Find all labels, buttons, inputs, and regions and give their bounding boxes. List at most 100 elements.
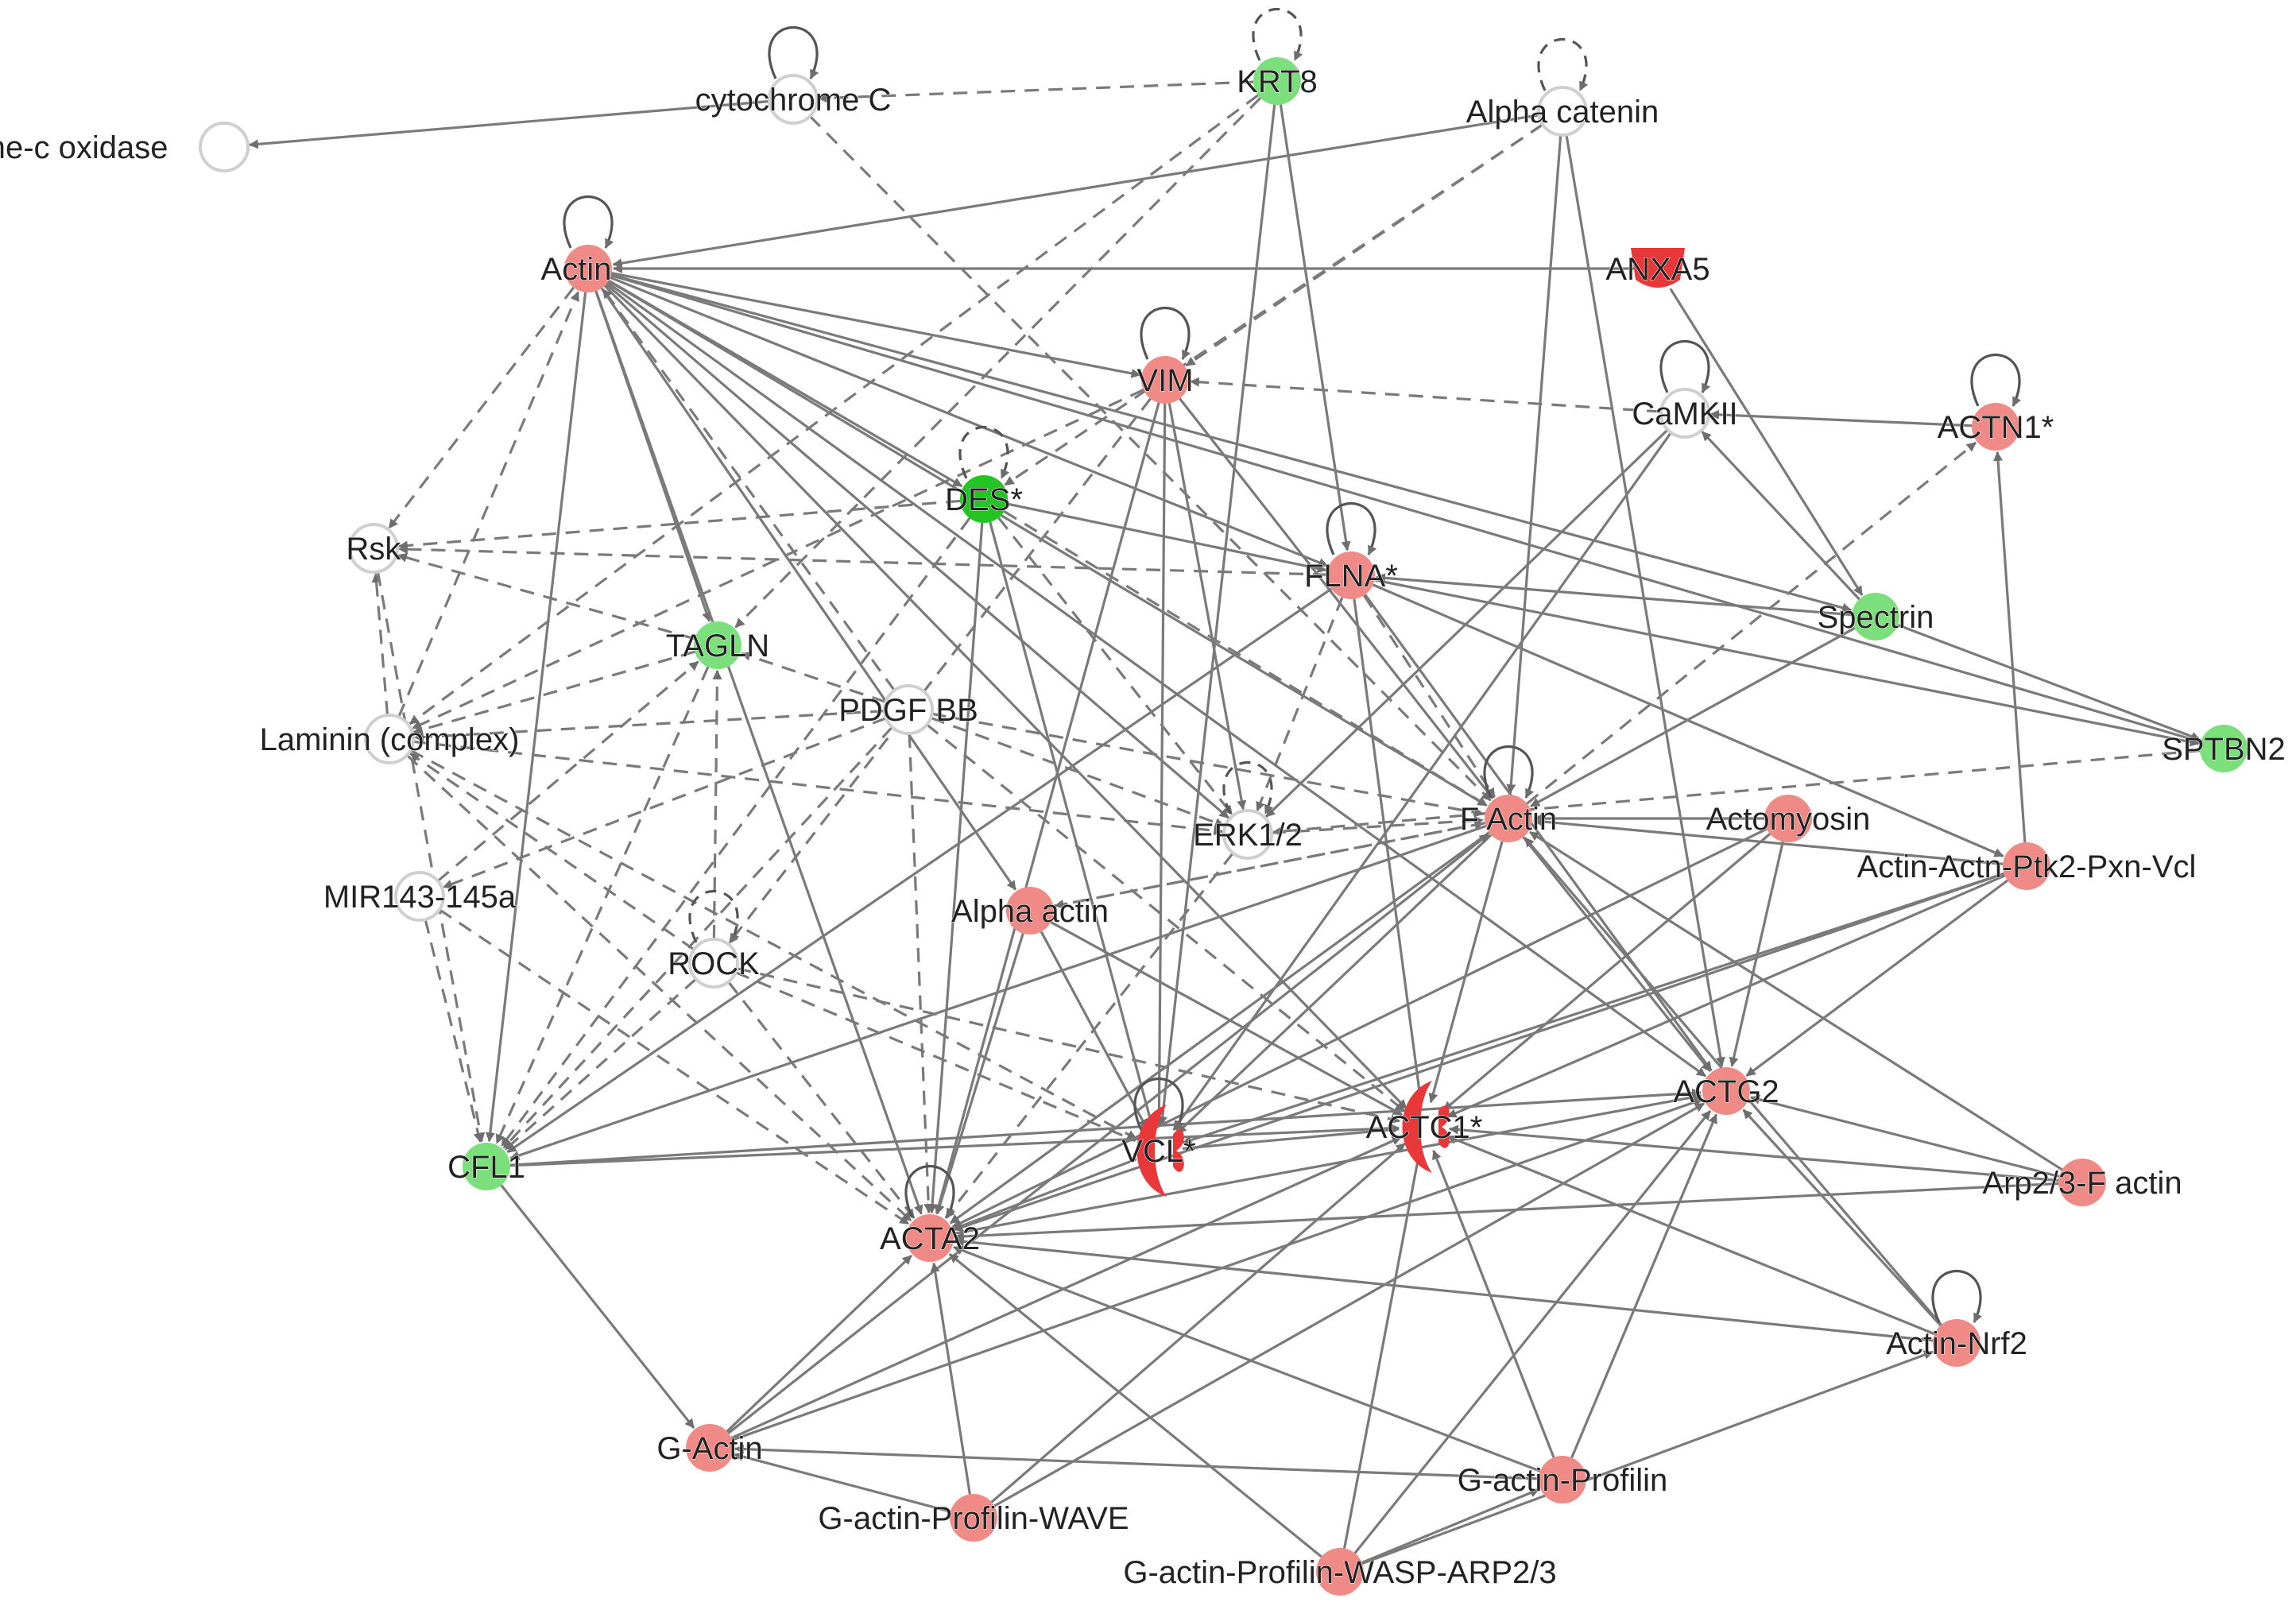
edge-g-actin-profilin-wasp-to-actc1 [1343,1151,1423,1549]
node-actc1[interactable]: ACTC1* [1365,1081,1483,1173]
node-laminin-shape [364,714,415,764]
edge-laminin-to-actin [397,291,580,718]
edge-actin-to-f-actin [607,280,1488,807]
edge-actin-actn-to-actn1 [1993,451,2027,843]
node-alpha-catenin-shape [1537,86,1588,137]
node-actomyosin[interactable]: Actomyosin [1706,795,1871,842]
node-laminin-label: Laminin (complex) [260,722,520,757]
edge-g-actin-profilin-wave-to-g-actin [733,1452,951,1513]
node-cytochrome-c[interactable]: cytochrome C [695,74,892,125]
edge-vim-to-vcl [1154,403,1167,1127]
edge-g-actin-profilin-to-actg2 [1570,1113,1718,1458]
node-tagln-shape [694,621,741,669]
node-actin-nrf2[interactable]: Actin-Nrf2 [1886,1319,2027,1367]
node-g-actin-profilin-wasp[interactable]: G-actin-Profilin-WASP-ARP2/3 [1123,1548,1557,1596]
node-acta2[interactable]: ACTA2 [880,1214,980,1262]
node-cfl1-shape [463,1143,510,1190]
node-g-actin-profilin[interactable]: G-actin-Profilin [1457,1456,1668,1503]
edge-krt8-to-vcl [1157,104,1276,1127]
node-krt8-label: KRT8 [1237,64,1318,99]
node-rsk-label: Rsk [347,532,402,567]
node-rsk[interactable]: Rsk [346,523,402,574]
node-f-actin-shape [1485,795,1532,842]
edge-flna-to-f-actin [1362,594,1496,799]
node-pdgf-bb-shape [883,684,934,735]
node-erk12-shape [1222,809,1273,860]
edge-f-actin-to-vcl [1176,834,1493,1135]
node-mir143[interactable]: MIR143-145a [323,871,517,922]
edge-laminin-to-acta2 [405,754,912,1222]
node-g-actin-profilin-wasp-shape [1316,1548,1364,1596]
node-acta2-label: ACTA2 [880,1221,980,1256]
self-loop-actin [563,195,614,249]
edge-actin-to-alpha-actin [600,287,1017,891]
node-actin-actn-label: Actin-Actn-Ptk2-Pxn-Vcl [1857,849,2197,884]
edge-g-actin-to-f-actin [727,833,1489,1434]
node-pdgf-bb[interactable]: PDGF BB [838,684,978,735]
node-laminin[interactable]: Laminin (complex) [259,714,520,764]
edge-erk12-to-acta2 [944,852,1234,1219]
node-vim[interactable]: VIM [1136,356,1194,404]
node-cytochrome-c-oxidase-label: cytochrome-c oxidase [0,130,168,165]
edge-f-actin-to-actg2 [1522,836,1712,1072]
node-alpha-catenin[interactable]: Alpha catenin [1465,86,1659,137]
self-loops-layer [563,7,2022,1323]
self-loop-flna [1326,501,1377,555]
node-sptbn2[interactable]: SPTBN2 [2162,725,2286,772]
edge-krt8-to-cytochrome-c [817,80,1254,103]
edge-actin-to-actg2 [606,281,1707,1078]
node-erk12[interactable]: ERK1/2 [1193,809,1303,860]
edge-f-actin-to-acta2 [949,831,1490,1225]
node-g-actin-label: G-Actin [656,1431,762,1466]
node-actin-nrf2-label: Actin-Nrf2 [1886,1326,2027,1361]
node-cytochrome-c-oxidase[interactable]: cytochrome-c oxidase [0,122,250,172]
node-tagln[interactable]: TAGLN [665,621,770,669]
node-actn1-label: ACTN1* [1938,410,2054,445]
node-actg2-label: ACTG2 [1673,1074,1779,1109]
self-loop-acta2 [904,1164,956,1218]
node-krt8[interactable]: KRT8 [1237,57,1318,105]
node-actin-actn[interactable]: Actin-Actn-Ptk2-Pxn-Vcl [1857,842,2197,890]
edge-anxa5-to-spectrin [1669,288,1864,596]
node-arp23-shape [2058,1159,2106,1206]
node-spectrin-label: Spectrin [1818,600,1934,635]
node-alpha-actin[interactable]: Alpha actin [951,887,1109,934]
edge-g-actin-profilin-wave-to-actc1 [990,1142,1406,1503]
edge-rock-to-cfl1 [504,977,697,1151]
edge-des-to-flna [1007,502,1327,574]
edge-des-to-acta2 [927,522,984,1214]
node-camkii[interactable]: CaMKII [1632,388,1738,439]
node-f-actin[interactable]: F Actin [1459,795,1558,842]
node-actin-nrf2-shape [1933,1319,1980,1367]
nodes-layer: cytochrome-c oxidase cytochrome C KRT8Alph… [0,57,2286,1596]
node-des[interactable]: DES* [945,475,1023,523]
node-des-shape [960,475,1008,523]
node-arp23[interactable]: Arp2/3-F actin [1982,1159,2182,1206]
edge-actin-to-sptbn2 [610,273,2201,744]
node-flna[interactable]: FLNA* [1304,551,1398,599]
edge-tagln-to-cfl1 [495,666,710,1144]
node-actin-label: Actin [541,252,612,287]
node-vcl[interactable]: VCL* [1121,1105,1196,1197]
edge-arp23-to-actg2 [1750,1094,2060,1178]
node-g-actin[interactable]: G-Actin [656,1424,763,1472]
node-actn1[interactable]: ACTN1* [1937,403,2054,451]
node-pdgf-bb-label: PDGF BB [838,693,978,728]
node-g-actin-profilin-wave[interactable]: G-actin-Profilin-WAVE [818,1494,1129,1542]
edge-g-actin-profilin-wave-to-actg2 [993,1102,1706,1507]
edge-actomyosin-to-actc1 [1442,833,1771,1112]
node-actg2[interactable]: ACTG2 [1673,1067,1779,1115]
node-cfl1[interactable]: CFL1 [447,1143,525,1190]
node-actin-actn-shape [2003,842,2050,890]
node-g-actin-shape [686,1424,734,1472]
edge-pdgf-bb-to-actin [602,288,896,691]
edge-g-actin-profilin-wave-to-acta2 [930,1262,971,1495]
node-actin[interactable]: Actin [540,245,612,292]
edge-actin-to-vim [611,272,1141,378]
node-anxa5[interactable]: ANXA5 [1605,248,1710,288]
node-actomyosin-shape [1764,795,1812,842]
node-spectrin[interactable]: Spectrin [1817,593,1934,640]
edge-des-to-f-actin [1003,510,1488,807]
edge-f-actin-to-cfl1 [509,825,1487,1160]
node-rock[interactable]: ROCK [668,938,761,989]
